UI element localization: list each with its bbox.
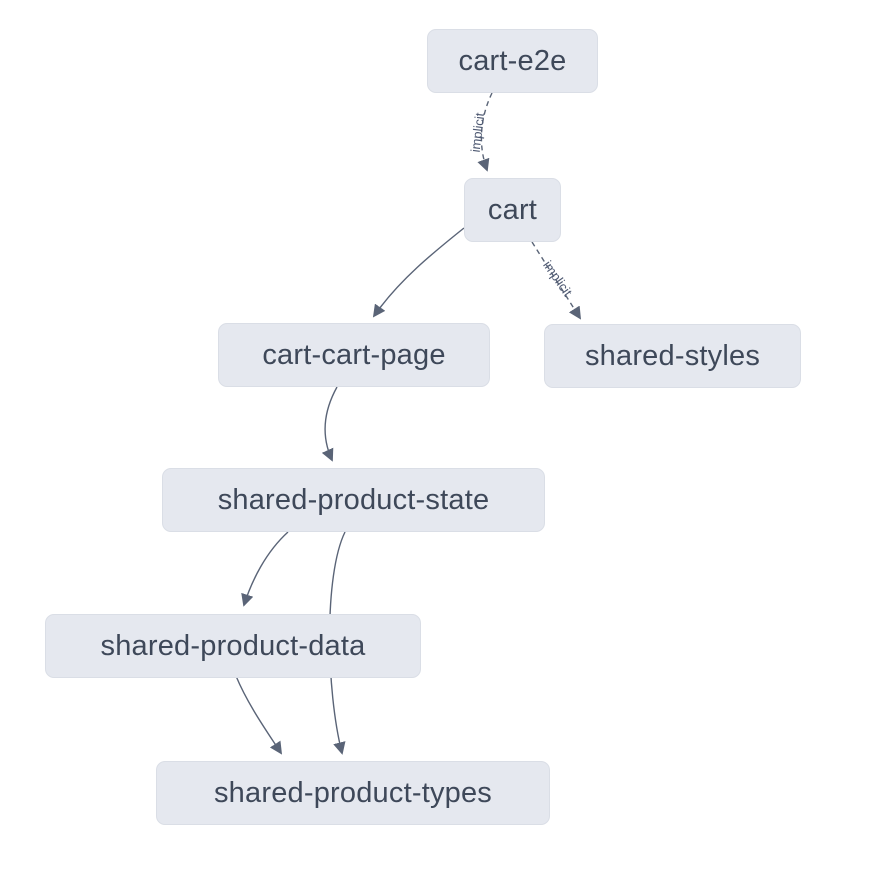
node-label: shared-product-data: [100, 629, 366, 662]
edge-shared-product-state-to-shared-product-data: [241, 531, 289, 607]
edge-cart-cart-page-to-shared-product-state: [321, 386, 338, 462]
graph-node-cart-e2e[interactable]: cart-e2e: [427, 29, 598, 93]
node-label: cart-e2e: [458, 44, 567, 77]
graph-node-shared-product-types[interactable]: shared-product-types: [156, 761, 550, 825]
edge-shared-product-data-to-shared-product-types: [235, 675, 283, 755]
edge-label-implicit: implicit: [540, 258, 575, 299]
node-label: shared-product-types: [213, 776, 493, 809]
graph-node-shared-styles[interactable]: shared-styles: [544, 324, 801, 388]
graph-node-shared-product-data[interactable]: shared-product-data: [45, 614, 421, 678]
node-label: shared-styles: [584, 339, 761, 372]
graph-node-cart-cart-page[interactable]: cart-cart-page: [218, 323, 490, 387]
edge-cart-e2e-to-cart: [477, 92, 493, 172]
graph-node-shared-product-state[interactable]: shared-product-state: [162, 468, 545, 532]
node-label: shared-product-state: [217, 483, 490, 516]
edge-label-implicit: implicit: [468, 111, 488, 153]
graph-node-cart[interactable]: cart: [464, 178, 561, 242]
edge-cart-to-cart-cart-page: [372, 227, 465, 318]
node-label: cart: [487, 193, 538, 226]
node-label: cart-cart-page: [262, 338, 446, 371]
